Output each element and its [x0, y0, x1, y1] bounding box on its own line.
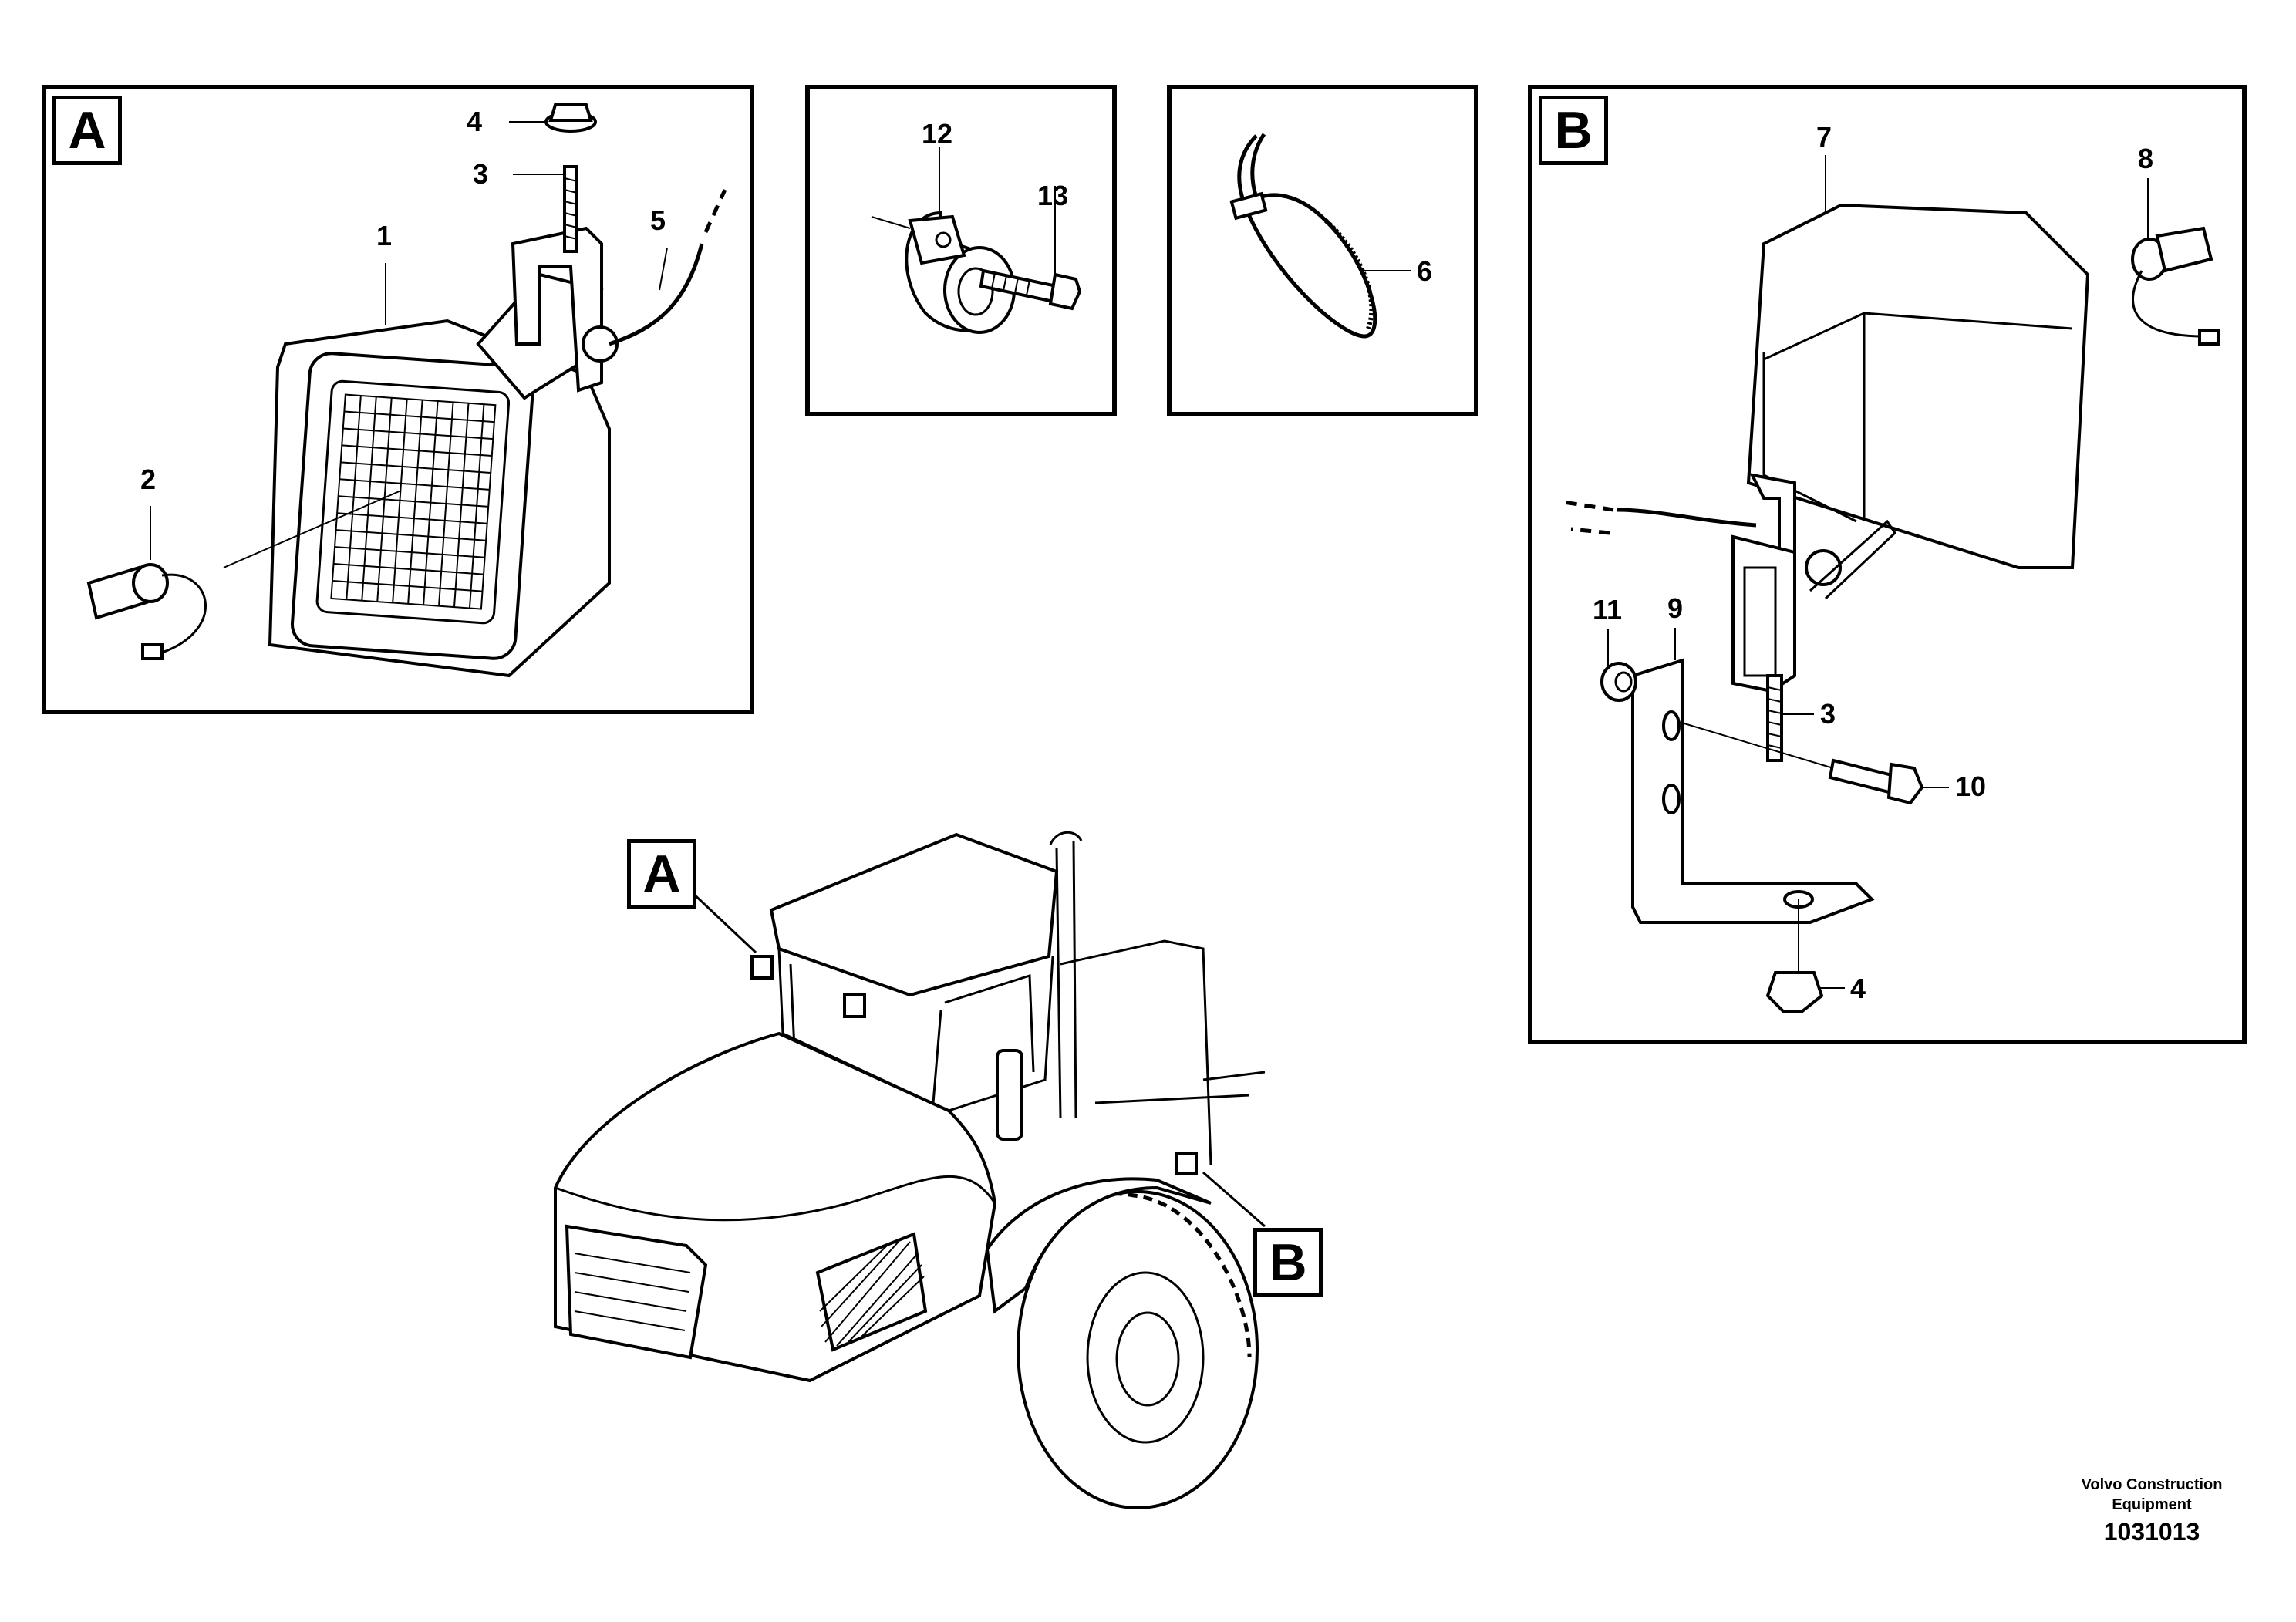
section-tag-a: A	[52, 96, 122, 165]
callout-12: 12	[922, 118, 953, 150]
detail-panel-a: A 4 3 1 5 2	[42, 85, 754, 714]
callout-3: 3	[473, 158, 489, 190]
lamp-grille	[330, 393, 497, 610]
detail-panel-cable-tie: 6	[1167, 85, 1478, 416]
callout-2: 2	[140, 464, 157, 495]
leader-lines-a	[150, 121, 668, 568]
callout-9: 9	[1667, 592, 1684, 624]
callout-1: 1	[376, 220, 393, 251]
callout-8: 8	[2138, 143, 2154, 174]
section-tag-b: B	[1539, 96, 1608, 165]
callout-4: 4	[467, 106, 483, 137]
hose-clamp-drawing	[871, 147, 1082, 334]
company-name: Volvo Construction Equipment	[2052, 1475, 2252, 1515]
drawing-number: 1031013	[2103, 1518, 2200, 1546]
company-name-line1: Volvo Construction	[2081, 1476, 2223, 1493]
callout-13: 13	[1037, 180, 1069, 211]
work-lamp-drawing-b	[1563, 155, 2220, 1013]
callout-4b: 4	[1850, 973, 1866, 1004]
cable-tie-drawing	[1229, 133, 1411, 339]
callout-11: 11	[1593, 594, 1623, 626]
callout-5: 5	[650, 204, 666, 236]
callout-6: 6	[1417, 255, 1433, 287]
company-name-line2: Equipment	[2112, 1496, 2192, 1513]
machine-tag-b: B	[1253, 1228, 1323, 1297]
callout-7: 7	[1816, 121, 1832, 153]
detail-panel-b: B 7 8 11 9 3 10 4	[1528, 85, 2247, 1044]
leader-lines-b	[1607, 155, 2149, 989]
callout-10: 10	[1955, 771, 1987, 802]
work-lamp-drawing-a	[86, 103, 727, 678]
detail-panel-clip: 12 13	[805, 85, 1117, 416]
machine-tag-a: A	[627, 839, 696, 909]
callout-3b: 3	[1820, 698, 1836, 730]
